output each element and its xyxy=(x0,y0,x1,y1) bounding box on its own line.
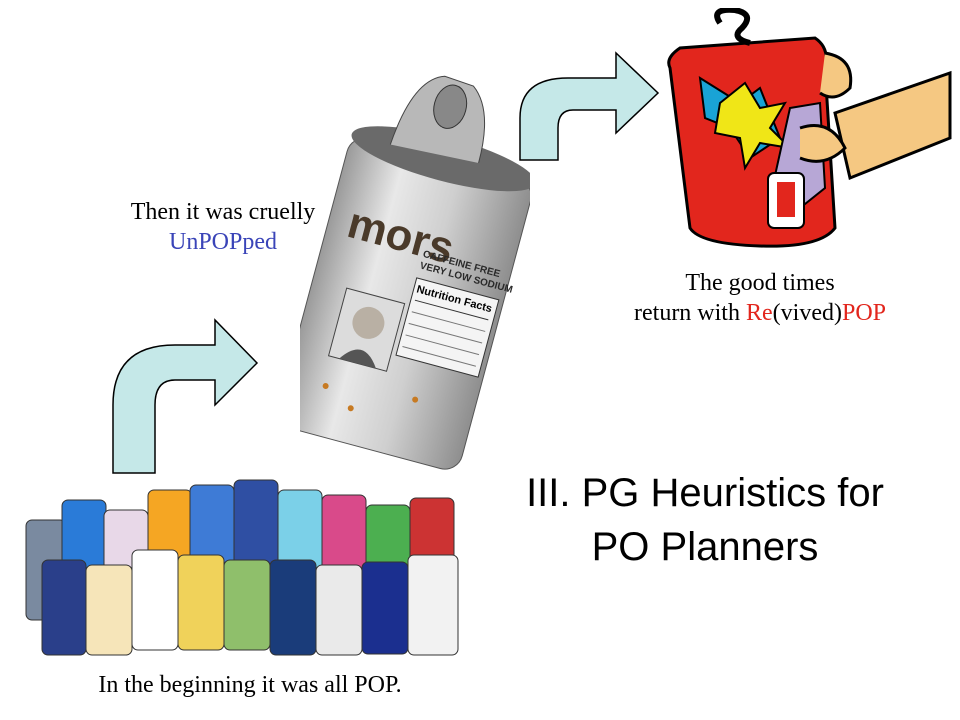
slide-title-line-2: PO Planners xyxy=(591,525,819,569)
revived-can-cartoon xyxy=(667,8,952,248)
opened-can-image: mors CAFFEINE FREE VERY LOW SODIUM Nutri… xyxy=(300,75,530,470)
revived-re: Re xyxy=(745,300,773,326)
revived-line-2: return with Re(vived)POP xyxy=(575,298,945,328)
arrow-up-right-lower xyxy=(112,318,259,474)
pop-cans-collection-image xyxy=(25,479,459,656)
slide-title-line-1: III. PG Heuristics for xyxy=(526,471,884,515)
unpopped-line-2: UnPOPped xyxy=(168,229,277,255)
revived-caption: The good times return with Re(vived)POP xyxy=(575,268,945,328)
arrow-up-right-upper xyxy=(519,51,660,161)
revived-line-1: The good times xyxy=(685,270,835,296)
revived-prefix: return with xyxy=(634,300,746,326)
beginning-caption: In the beginning it was all POP. xyxy=(98,672,402,698)
unpopped-line-1: Then it was cruelly xyxy=(130,199,316,225)
slide-title: III. PG Heuristics for PO Planners xyxy=(470,466,940,574)
revived-pop: POP xyxy=(841,300,886,326)
revived-mid: (vived) xyxy=(772,300,842,326)
unpopped-caption: Then it was cruelly UnPOPped xyxy=(88,197,358,257)
